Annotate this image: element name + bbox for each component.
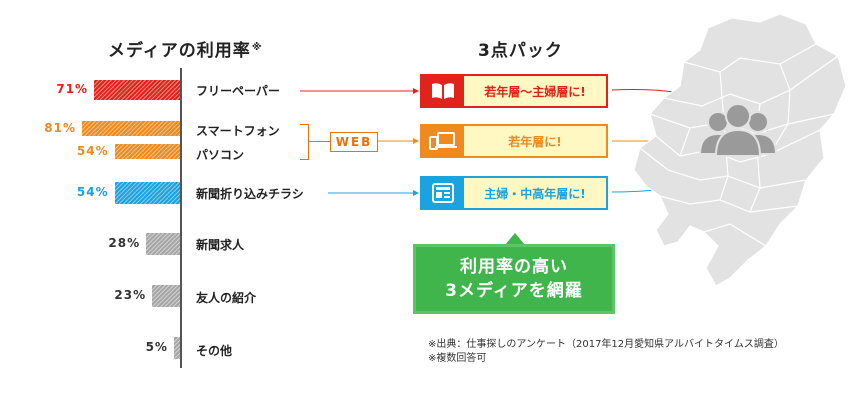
callout-line1: 利用率の高い (460, 257, 568, 277)
pack-1: 若年層〜主婦層に! (420, 74, 608, 108)
people-group-icon (698, 103, 778, 157)
web-bracket (300, 124, 309, 160)
category-label: 友人の紹介 (196, 291, 257, 305)
devices-icon (422, 126, 464, 156)
book-icon (422, 76, 464, 106)
web-connector (308, 141, 330, 142)
pack-text: 主婦・中高年層に! (484, 186, 586, 201)
bar-1 (94, 80, 180, 100)
pack-title: 3点パック (478, 41, 563, 61)
pack-text: 若年層に! (508, 134, 562, 149)
category-label: 新聞求人 (196, 238, 245, 252)
source-note: ※出典：仕事探しのアンケート（2017年12月愛知県アルバイトタイムス調査） (428, 339, 784, 350)
callout-box: 利用率の高い 3メディアを網羅 (413, 244, 615, 314)
chart-axis (180, 68, 182, 368)
pack-2: 若年層に! (420, 124, 608, 158)
category-label: 新聞折り込みチラシ (196, 187, 304, 201)
bar-value-label: 5% (145, 340, 168, 354)
multiple-answer-note: ※複数回答可 (428, 353, 487, 364)
bar-value-label: 71% (56, 82, 89, 96)
newspaper-icon (422, 178, 464, 208)
bar-4 (114, 182, 180, 204)
bar-value-label: 23% (114, 288, 147, 302)
aichi-map (633, 13, 847, 287)
bar-value-label: 28% (108, 236, 141, 250)
callout-line2: 3メディアを網羅 (445, 281, 583, 301)
pack-3: 主婦・中高年層に! (420, 176, 608, 210)
web-label: WEB (330, 132, 378, 152)
bar-value-label: 54% (76, 143, 109, 158)
category-label: その他 (196, 344, 233, 358)
category-label: フリーペーパー (196, 84, 280, 98)
bar-2 (81, 121, 180, 136)
chart-title: メディアの利用率※ (108, 41, 263, 61)
bar-5 (146, 233, 180, 255)
bar-7 (173, 337, 180, 359)
bar-3 (114, 144, 180, 159)
pack-text: 若年層〜主婦層に! (484, 84, 586, 99)
bar-value-label: 54% (76, 185, 109, 199)
category-label: スマートフォン (196, 124, 280, 138)
callout-pointer (505, 233, 525, 245)
bar-6 (152, 285, 180, 307)
bar-value-label: 81% (44, 120, 76, 135)
category-label: パソコン (196, 148, 245, 162)
